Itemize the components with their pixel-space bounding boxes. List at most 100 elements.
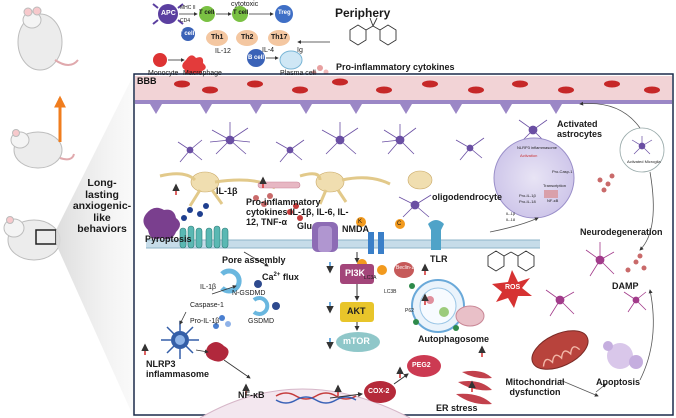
- mito-label: Mitochondrial dysfunction: [505, 377, 565, 397]
- cd4-label: CD4: [180, 18, 191, 24]
- mtor-label: mTOR: [343, 336, 370, 346]
- pore-assembly-label: Pore assembly: [222, 255, 286, 265]
- microglia-icon: [631, 136, 653, 155]
- gsdmd-label: GSDMD: [248, 318, 275, 325]
- tlr-receptor: [428, 220, 444, 250]
- inset-activation: Activation: [520, 153, 538, 158]
- nmda-label: NMDA: [342, 224, 369, 234]
- neurons: [159, 170, 433, 207]
- periphery-title: Periphery: [335, 6, 391, 20]
- ros-label: ROS: [505, 284, 521, 291]
- inset-pro-il18: Pro-IL-18: [519, 199, 536, 204]
- microglia-circle: [619, 127, 665, 173]
- apoptosis-cell: [603, 341, 643, 369]
- c-ion-label: C: [397, 221, 402, 227]
- glutamate-dots: [287, 203, 303, 221]
- damp-label: DAMP: [612, 281, 639, 291]
- nlrp3-label: NLRP3 inflammasome: [146, 359, 210, 379]
- mitochondria-shape: [531, 330, 589, 370]
- chemical-structure-top: [349, 17, 397, 46]
- caspase1-label: Caspase-1: [190, 302, 224, 309]
- il1b-label: IL-1β: [216, 186, 238, 196]
- cell-membrane: [146, 239, 540, 249]
- pi3k-label: PI3K: [345, 268, 366, 278]
- b-cell-label: B cell: [248, 55, 265, 61]
- cytotoxic-label: cytotoxic: [231, 1, 259, 8]
- behavior-label: Long-lasting anxiogenic-like behaviors: [72, 177, 132, 236]
- cytotoxic-t-label: T cell: [233, 10, 249, 16]
- nucleus: [199, 388, 411, 418]
- mouse-top: [17, 6, 79, 71]
- il4-label: IL-4: [262, 47, 275, 54]
- inset-il18: IL-18: [506, 217, 516, 222]
- zoom-fan: [56, 74, 134, 418]
- th1-label: Th1: [211, 34, 224, 41]
- akt-label: AKT: [347, 306, 366, 316]
- inset-il1b: IL-1β: [506, 211, 516, 216]
- mhc-label: MHC II: [180, 5, 196, 11]
- th2-label: Th2: [241, 34, 254, 41]
- bbb-label: BBB: [137, 76, 157, 86]
- th17-label: Th17: [271, 34, 288, 41]
- oligodendrocyte-label: oligodendrocyte: [432, 192, 503, 202]
- treg-label: Treg: [278, 10, 291, 16]
- up-arrows: [141, 176, 486, 396]
- autophagosome-label: Autophagosome: [418, 334, 489, 344]
- tlr-label: TLR: [430, 254, 448, 264]
- pro-cytokines-label: Pro-inflammatory cytokines IL-1β, IL-6, …: [246, 197, 349, 227]
- nfkb-label: NF-κB: [238, 390, 265, 400]
- nmda-receptor: [312, 222, 338, 252]
- t-cell-a-label: T cell: [199, 10, 215, 16]
- beclin1-label: Beclin-1: [396, 265, 415, 271]
- er-stress-label: ER stress: [436, 403, 478, 413]
- apc-label: APC: [161, 10, 176, 17]
- endothelium: [135, 100, 672, 114]
- chemical-structure-lower: [487, 250, 535, 272]
- ros-star: [492, 270, 532, 308]
- pro-il1b-cluster: [205, 342, 229, 362]
- pi3k-box: [340, 264, 374, 284]
- p62-label: P62: [405, 308, 414, 314]
- pore-assembly-shape: [179, 225, 229, 249]
- cytokines-label: Pro-inflammatory cytokines: [336, 62, 455, 72]
- monocyte-label: Monocyte: [148, 70, 179, 77]
- cox2-shape: [364, 381, 396, 403]
- inset-nfkb: NF-κB: [547, 198, 559, 203]
- peg2-shape: [407, 355, 441, 377]
- inset-pro-casp1: Pro-Casp-1: [552, 169, 573, 174]
- inset-pro-il1b: Pro-IL-1β: [519, 193, 536, 198]
- inset-transcription-box: [544, 190, 558, 198]
- ca-flux-label: Ca2+ flux: [262, 272, 299, 282]
- dna-strand: [275, 392, 357, 400]
- gsdmd-shapes: [213, 268, 280, 329]
- mouse-middle: [10, 129, 75, 169]
- pro-il1b-label: Pro-IL-1β: [190, 318, 220, 325]
- inset-transcription: Transcription: [543, 183, 566, 188]
- apoptosis-label: Apoptosis: [596, 377, 640, 387]
- inset-title: NLRP3 inflammasome: [517, 145, 558, 150]
- activated-astrocytes-label: Activated astrocytes: [557, 119, 603, 139]
- autophagosome-shape: [409, 279, 485, 333]
- cox2-label: COX-2: [368, 388, 390, 395]
- k-ion-label: K: [358, 219, 363, 225]
- beclin1-shape: [394, 262, 414, 278]
- plasma-cell-label: Plasma cell: [280, 70, 316, 77]
- mouse-bottom: [3, 216, 61, 261]
- il1b-small-label: IL-1β: [200, 284, 217, 291]
- nlrp3-shape: [161, 321, 199, 359]
- microglia-label: Activated Microglia: [627, 159, 661, 164]
- periphery-cells: [152, 3, 330, 76]
- cytokine-dots: [253, 173, 647, 273]
- peg2-label: PEG2: [412, 362, 431, 369]
- lc3b-label: LC3B: [384, 289, 397, 295]
- neurodegeneration-label: Neurodegeneration: [580, 227, 663, 237]
- pyroptosis-cell: [143, 207, 180, 240]
- akt-box: [340, 302, 374, 322]
- glial-cells: [177, 119, 548, 218]
- lc3a-label: LC3A: [364, 275, 377, 281]
- mtor-box: [336, 332, 380, 352]
- glu-label: Glu: [297, 221, 312, 231]
- ig-label: Ig: [297, 47, 303, 54]
